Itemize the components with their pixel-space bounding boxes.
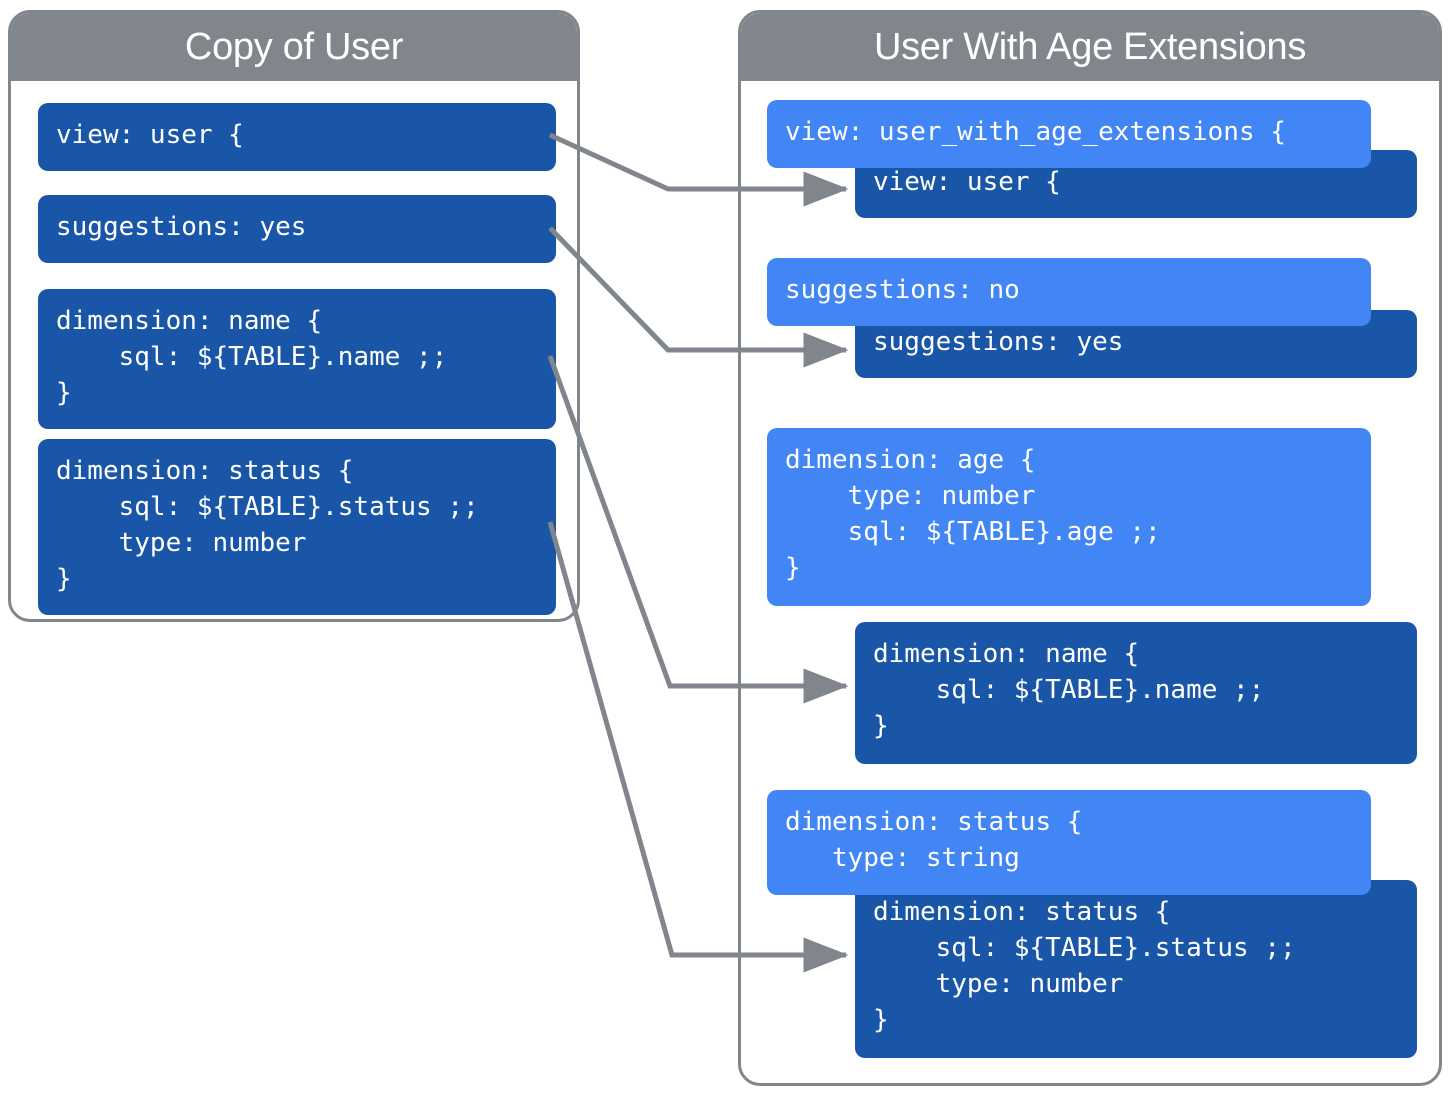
panel-copy-of-user: Copy of User view: user { suggestions: y… xyxy=(8,10,580,622)
code-block-right-dimension-name-inherited[interactable]: dimension: name { sql: ${TABLE}.name ;; … xyxy=(855,622,1417,764)
code-block-right-dimension-status-override[interactable]: dimension: status { type: string xyxy=(767,790,1371,895)
code-block-left-view[interactable]: view: user { xyxy=(38,103,556,171)
panel-left-title: Copy of User xyxy=(184,26,404,68)
code-block-right-dimension-status-inherited[interactable]: dimension: status { sql: ${TABLE}.status… xyxy=(855,880,1417,1058)
code-block-right-suggestions-override[interactable]: suggestions: no xyxy=(767,258,1371,326)
code-block-right-view-extension[interactable]: view: user_with_age_extensions { xyxy=(767,100,1371,168)
panel-right-header: User With Age Extensions xyxy=(741,13,1439,81)
code-block-right-dimension-age[interactable]: dimension: age { type: number sql: ${TAB… xyxy=(767,428,1371,606)
panel-user-with-age-extensions: User With Age Extensions view: user_with… xyxy=(738,10,1442,1086)
panel-left-header: Copy of User xyxy=(11,13,577,81)
code-block-left-dimension-name[interactable]: dimension: name { sql: ${TABLE}.name ;; … xyxy=(38,289,556,429)
code-block-left-suggestions[interactable]: suggestions: yes xyxy=(38,195,556,263)
panel-right-title: User With Age Extensions xyxy=(873,26,1307,68)
code-block-left-dimension-status[interactable]: dimension: status { sql: ${TABLE}.status… xyxy=(38,439,556,615)
